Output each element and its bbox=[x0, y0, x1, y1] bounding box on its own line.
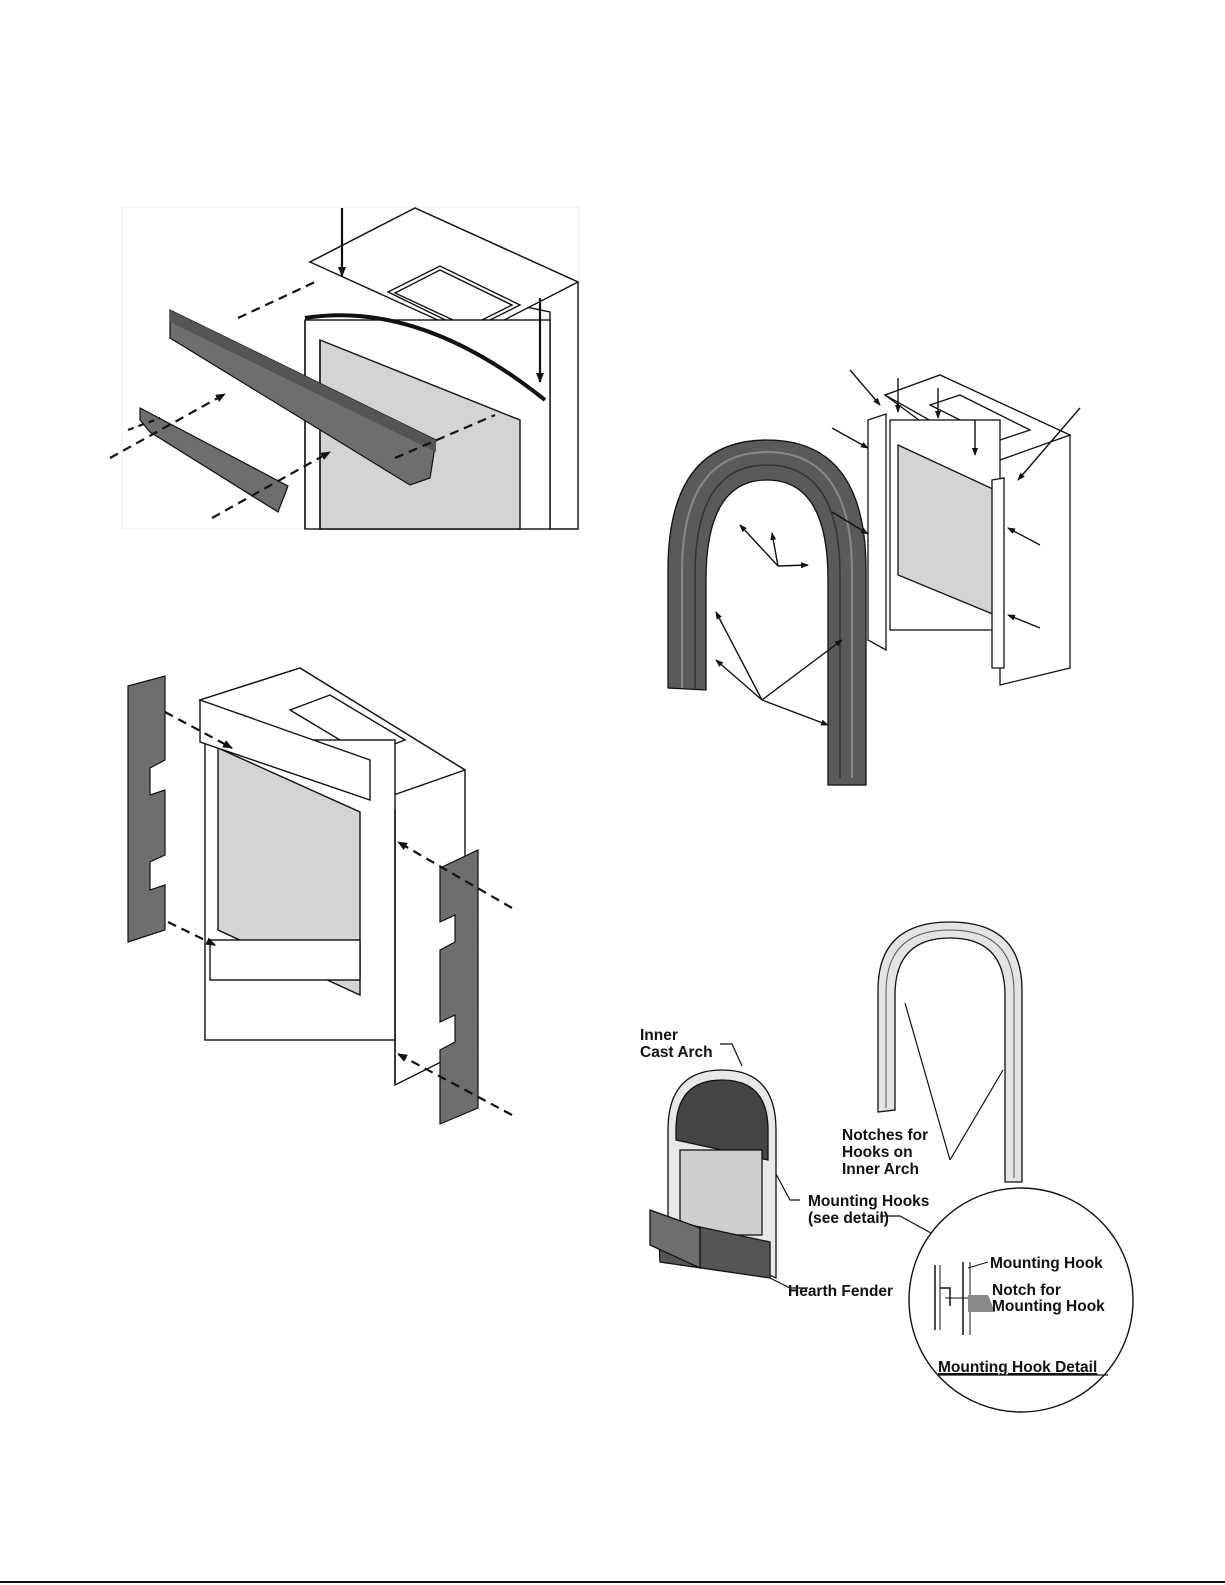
deflector-panel bbox=[140, 408, 288, 512]
label-mounting-hooks-2: (see detail) bbox=[808, 1210, 889, 1227]
firebox-unit-3 bbox=[868, 375, 1070, 685]
label-mounting-hooks-1: Mounting Hooks bbox=[808, 1193, 929, 1210]
left-side-panel bbox=[128, 676, 165, 942]
figure-side-panels bbox=[128, 668, 512, 1124]
right-side-panel bbox=[440, 850, 478, 1124]
figure-outer-arch bbox=[668, 370, 1080, 785]
label-notches-1: Notches for bbox=[842, 1127, 928, 1144]
label-notch-2: Mounting Hook bbox=[992, 1298, 1105, 1315]
label-notches-3: Inner Arch bbox=[842, 1161, 919, 1178]
firebox-unit-2 bbox=[200, 668, 465, 1085]
figure-top-baffle bbox=[110, 207, 579, 529]
label-inner-cast-arch-2: Cast Arch bbox=[640, 1044, 713, 1061]
label-hearth-fender: Hearth Fender bbox=[788, 1283, 893, 1300]
firebox-unit bbox=[305, 208, 578, 529]
label-notches-2: Hooks on bbox=[842, 1144, 913, 1161]
label-mounting-hook: Mounting Hook bbox=[990, 1255, 1103, 1272]
label-detail-title: Mounting Hook Detail bbox=[938, 1359, 1097, 1376]
cast-arch-front bbox=[650, 1070, 776, 1278]
label-notch-1: Notch for bbox=[992, 1282, 1061, 1299]
label-inner-cast-arch-1: Inner bbox=[640, 1027, 678, 1044]
